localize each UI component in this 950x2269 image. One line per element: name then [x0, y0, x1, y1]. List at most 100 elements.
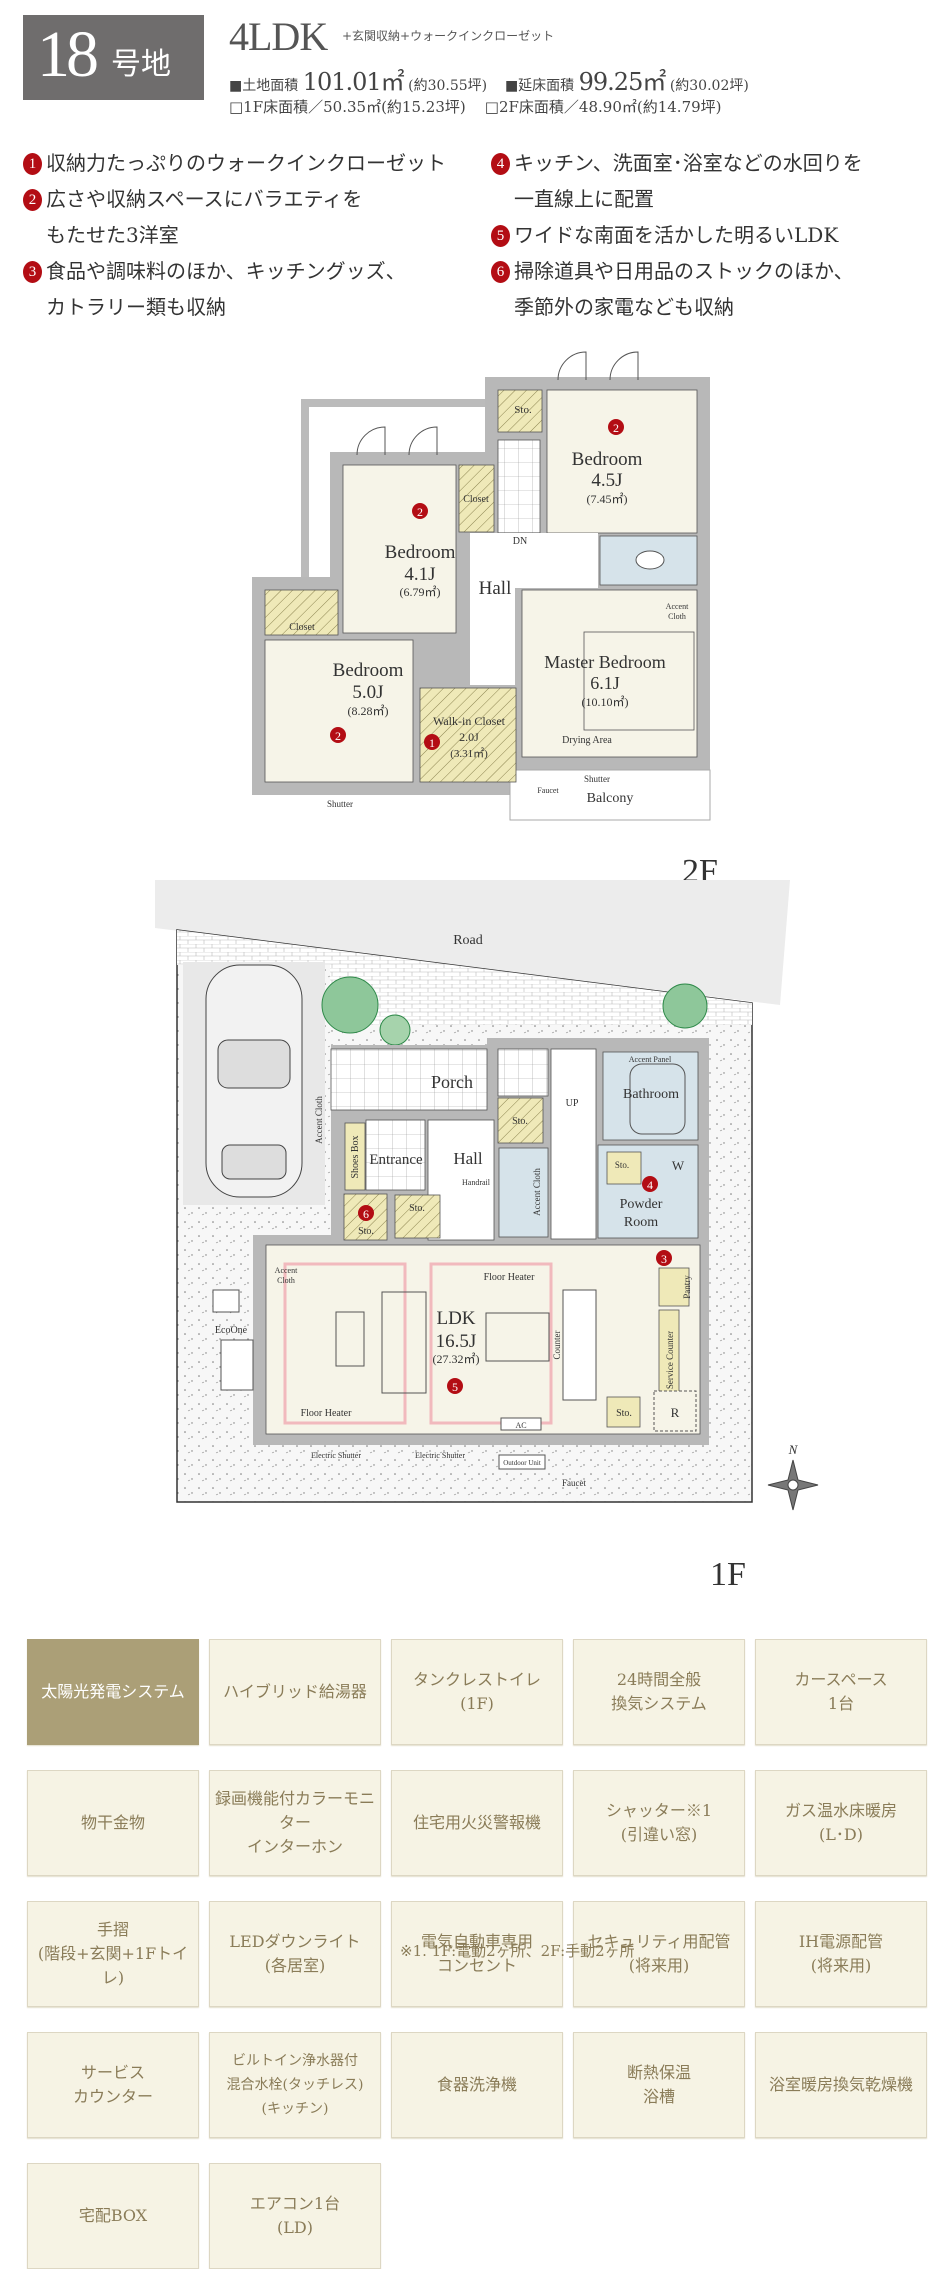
label-bed50-size: 5.0J: [352, 682, 383, 703]
shutter-note: ※1. 1F:電動2ヶ所、2F:手動2ヶ所: [400, 1942, 635, 1960]
label-sto: Sto.: [409, 1203, 425, 1214]
floor-area-label: ■延床面積: [504, 78, 575, 94]
label-sto: Sto.: [616, 1408, 632, 1419]
feature-text: 換気システム: [611, 1694, 707, 1713]
lot-number: 18: [37, 18, 99, 91]
roof-outline: [301, 399, 485, 577]
label-bed45-size: 4.5J: [591, 470, 622, 491]
label-bedroom-41: Bedroom: [385, 542, 456, 563]
label-hall-1f: Hall: [453, 1149, 483, 1168]
feature-text: セキュリティ用配管: [587, 1932, 731, 1951]
closet-41: [458, 464, 495, 533]
stairs-2f: [497, 439, 541, 534]
badge-3: 3: [23, 261, 42, 283]
label-closet: Closet: [463, 494, 489, 505]
feature-text: (キッチン): [261, 2101, 329, 2117]
feature-item: エアコン1台(LD): [209, 2163, 381, 2269]
tree-icon: [321, 976, 708, 1046]
window-doors: [356, 426, 438, 456]
layout-type: 4LDK: [229, 14, 328, 59]
bedroom-45: [546, 389, 698, 534]
feature-item: シャッター※1(引違い窓): [573, 1770, 745, 1876]
layout-extra: +玄関収納+ウォークインクローゼット: [342, 29, 555, 43]
feature-label: 手摺(階段+玄関+1Fトイレ): [28, 1918, 198, 1990]
label-service-counter: Service Counter: [665, 1331, 675, 1389]
feature-item: 録画機能付カラーモニターインターホン: [209, 1770, 381, 1876]
feature-label: 太陽光発電システム: [41, 1680, 185, 1704]
walk-in-closet: [419, 687, 517, 783]
badge-1: 1: [23, 153, 42, 175]
feature-text: タンクレストイレ: [412, 1670, 541, 1689]
lot-number-box: 18 号地: [23, 15, 204, 100]
feature-label: 録画機能付カラーモニターインターホン: [210, 1787, 380, 1859]
point-text: カトラリー類も収納: [46, 295, 226, 319]
label-shutter: Shutter: [584, 774, 610, 784]
feature-text: コンセント: [436, 1956, 517, 1975]
sofa-icon: [381, 1291, 427, 1394]
feature-text: (各居室): [264, 1956, 326, 1975]
point-text: 一直線上に配置: [514, 187, 654, 211]
point-text: 掃除道具や日用品のストックのほか、: [514, 259, 854, 283]
feature-text: 浴室暖房換気乾燥機: [768, 2075, 913, 2094]
point-text: ワイドな南面を活かした明るいLDK: [514, 223, 839, 247]
feature-text: ガス温水床暖房: [784, 1801, 897, 1820]
feature-label: 物干金物: [81, 1811, 145, 1835]
hall-2f: [470, 533, 598, 588]
label-ldk: LDK: [436, 1308, 475, 1329]
badge-4: 4: [491, 153, 510, 175]
point-text: 食品や調味料のほか、キッチングッズ、: [46, 259, 406, 283]
label-wic-area: (3.31㎡): [450, 747, 488, 760]
feature-text: (引違い窓): [620, 1825, 698, 1844]
feature-text: (将来用): [810, 1956, 872, 1975]
label-shoes-box: Shoes Box: [350, 1135, 361, 1178]
table-icon: [335, 1311, 365, 1367]
bed-icon: [583, 631, 695, 731]
label-handrail: Handrail: [462, 1178, 491, 1187]
feature-label: セキュリティ用配管(将来用): [587, 1930, 730, 1978]
feature-text: LEDダウンライト: [229, 1932, 361, 1951]
label-balcony: Balcony: [587, 791, 634, 806]
feature-label: 住宅用火災警報機: [413, 1811, 541, 1835]
label-master-bedroom: Master Bedroom: [544, 652, 665, 672]
label-ldk-area: (27.32㎡): [433, 1352, 480, 1366]
feature-item: 宅配BOX: [27, 2163, 199, 2269]
label-sto: Sto.: [615, 1160, 629, 1170]
label-accent-cloth: Accent Cloth: [314, 1096, 324, 1144]
feature-label: 宅配BOX: [79, 2204, 147, 2228]
badge-6: 6: [491, 261, 510, 283]
window-doors: [557, 351, 639, 381]
label-up: UP: [566, 1098, 579, 1109]
label-ecoone: EcoOne: [215, 1325, 248, 1336]
label-dn: DN: [513, 536, 527, 547]
feature-text: 浴槽: [642, 2087, 675, 2106]
label-wic-size: 2.0J: [459, 730, 479, 744]
storage-powder: [606, 1151, 642, 1185]
label-accent: Accent: [275, 1266, 298, 1275]
point-text: 広さや収納スペースにバラエティを: [46, 187, 363, 211]
label-accent-panel: Accent Panel: [629, 1055, 672, 1064]
label-road: Road: [453, 933, 483, 948]
feature-item: 物干金物: [27, 1770, 199, 1876]
feature-text: 電気自動車専用: [420, 1932, 533, 1951]
feature-item: セキュリティ用配管(将来用): [573, 1901, 745, 2007]
feature-label: IH電源配管(将来用): [799, 1930, 883, 1978]
label-bed45-area: (7.45㎡): [587, 492, 628, 506]
feature-item: 断熱保温浴槽: [573, 2032, 745, 2138]
badge-2: 2: [613, 421, 619, 435]
label-wic: Walk-in Closet: [433, 714, 506, 728]
shoes-box: [344, 1122, 366, 1191]
entrance: [365, 1119, 426, 1191]
feature-text: エアコン1台: [249, 2194, 341, 2213]
badges-1f: 6 4 3 5: [358, 1176, 672, 1394]
porch: [330, 1048, 488, 1111]
balcony: [509, 769, 711, 821]
feature-item: 電気自動車専用コンセント: [391, 1901, 563, 2007]
paving: [177, 930, 752, 1025]
label-w: W: [672, 1158, 685, 1173]
feature-item: タンクレストイレ(1F): [391, 1639, 563, 1745]
badge-6: 6: [363, 1207, 369, 1221]
label-entrance: Entrance: [369, 1152, 423, 1168]
point-text: キッチン、洗面室･浴室などの水回りを: [514, 151, 863, 175]
